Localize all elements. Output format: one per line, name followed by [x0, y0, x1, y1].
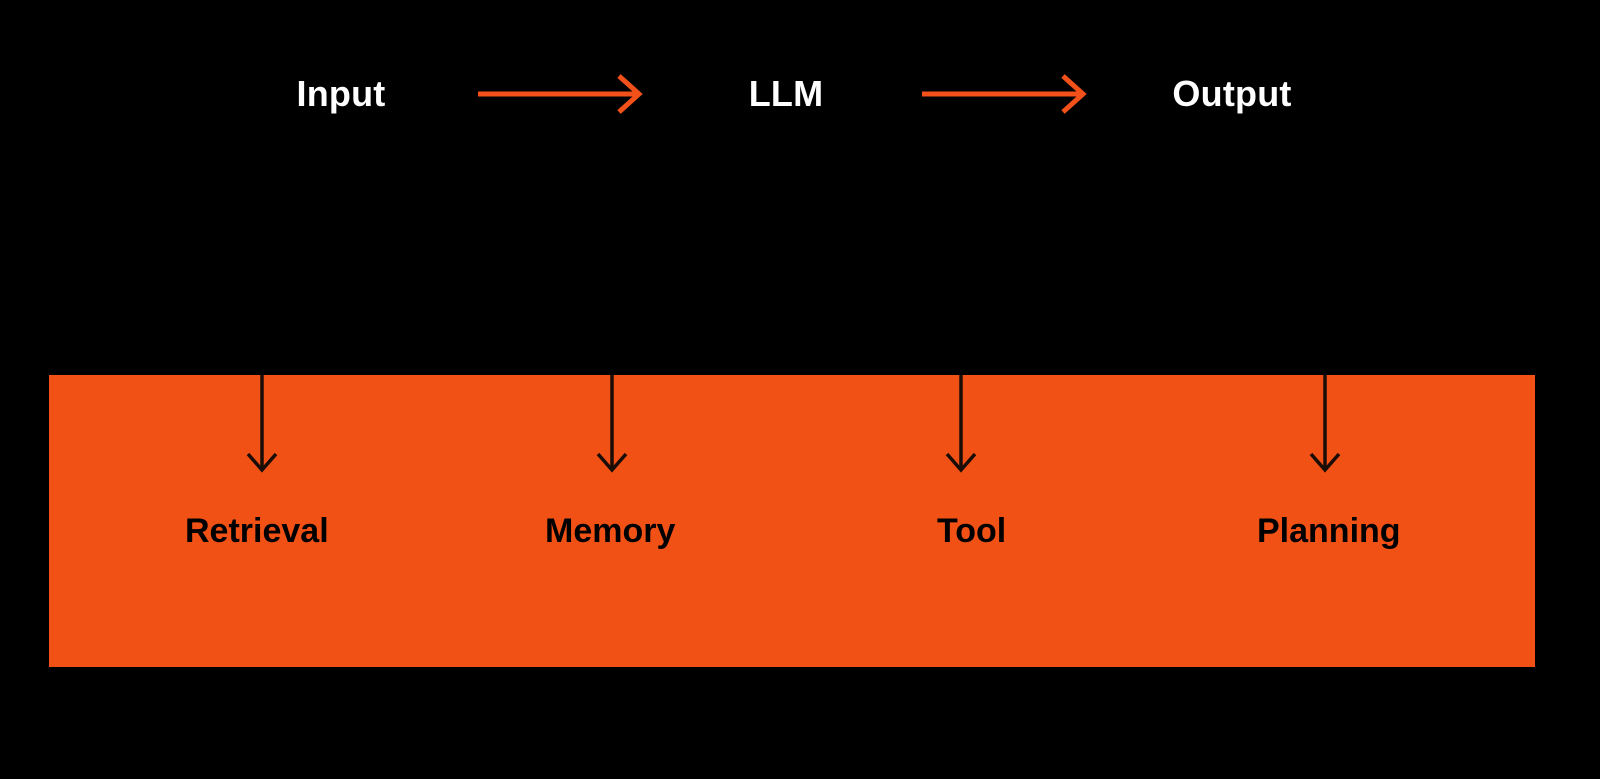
- arrow-right-icon-llm-to-output: [922, 72, 1094, 116]
- capability-panel: [49, 375, 1535, 667]
- arrow-right-icon-input-to-llm: [478, 72, 650, 116]
- capability-label-tool: Tool: [937, 512, 1007, 550]
- arrow-down-icon-tool: [938, 375, 984, 475]
- arrow-down-icon-planning: [1302, 375, 1348, 475]
- capability-label-memory: Memory: [545, 512, 676, 550]
- pipeline-node-output: Output: [1172, 73, 1292, 114]
- arrow-down-icon-retrieval: [239, 375, 285, 475]
- pipeline-node-llm: LLM: [748, 73, 824, 114]
- pipeline-node-input: Input: [296, 73, 386, 114]
- capability-label-retrieval: Retrieval: [185, 512, 329, 550]
- capability-label-planning: Planning: [1257, 512, 1401, 550]
- arrow-down-icon-memory: [589, 375, 635, 475]
